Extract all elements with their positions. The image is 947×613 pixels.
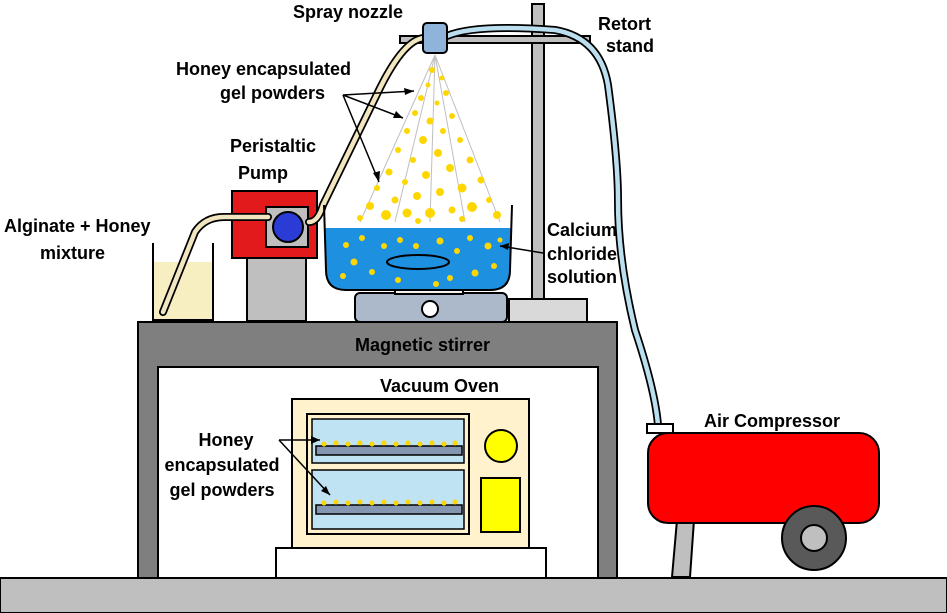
vacuum-oven (275, 398, 547, 579)
label-calcium-line3: solution (547, 267, 617, 287)
label-magnetic-stirrer: Magnetic stirrer (355, 335, 490, 355)
oven-window-lower (311, 469, 465, 530)
oven-shelf-lower (315, 504, 463, 515)
label-retort-stand-line1: Retort (598, 14, 651, 34)
pump-rotor (272, 211, 304, 243)
gel-beads (340, 235, 503, 287)
retort-stand (399, 3, 591, 323)
arrowheads (311, 88, 509, 495)
bench (137, 321, 618, 579)
oven-dial (484, 429, 518, 463)
spray-nozzle (422, 22, 448, 54)
peristaltic-pump (231, 190, 318, 322)
label-vacuum-oven: Vacuum Oven (380, 376, 499, 396)
oven-shelf-upper (315, 445, 463, 456)
label-peristaltic-line2: Pump (238, 163, 288, 183)
label-calcium-line2: chloride (547, 244, 617, 264)
label-peristaltic-line1: Peristaltic (230, 136, 316, 156)
label-honey-gel-top-line2: gel powders (220, 83, 325, 103)
air-compressor (646, 423, 880, 578)
label-honey-gel-oven-line2: encapsulated (164, 455, 279, 475)
label-air-compressor: Air Compressor (704, 411, 840, 431)
label-calcium-line1: Calcium (547, 220, 617, 240)
label-honey-gel-oven-line3: gel powders (169, 480, 274, 500)
label-alginate-line2: mixture (40, 243, 105, 263)
pointer-arrows (278, 90, 544, 496)
label-spray-nozzle: Spray nozzle (293, 2, 403, 22)
label-retort-stand-line2: stand (606, 36, 654, 56)
oven-powder-lower (321, 499, 458, 506)
label-honey-gel-oven-line1: Honey (198, 430, 253, 450)
compressor-tank (647, 432, 880, 524)
stir-vortex (386, 254, 450, 270)
floor (0, 577, 947, 613)
label-honey-gel-top-line1: Honey encapsulated (176, 59, 351, 79)
stirrer-knob (421, 300, 439, 318)
label-alginate-line1: Alginate + Honey (4, 216, 151, 236)
spray-droplets (357, 67, 501, 224)
oven-control-panel (480, 477, 521, 533)
calcium-chloride-beaker (323, 204, 513, 291)
oven-powder-upper (321, 440, 458, 447)
